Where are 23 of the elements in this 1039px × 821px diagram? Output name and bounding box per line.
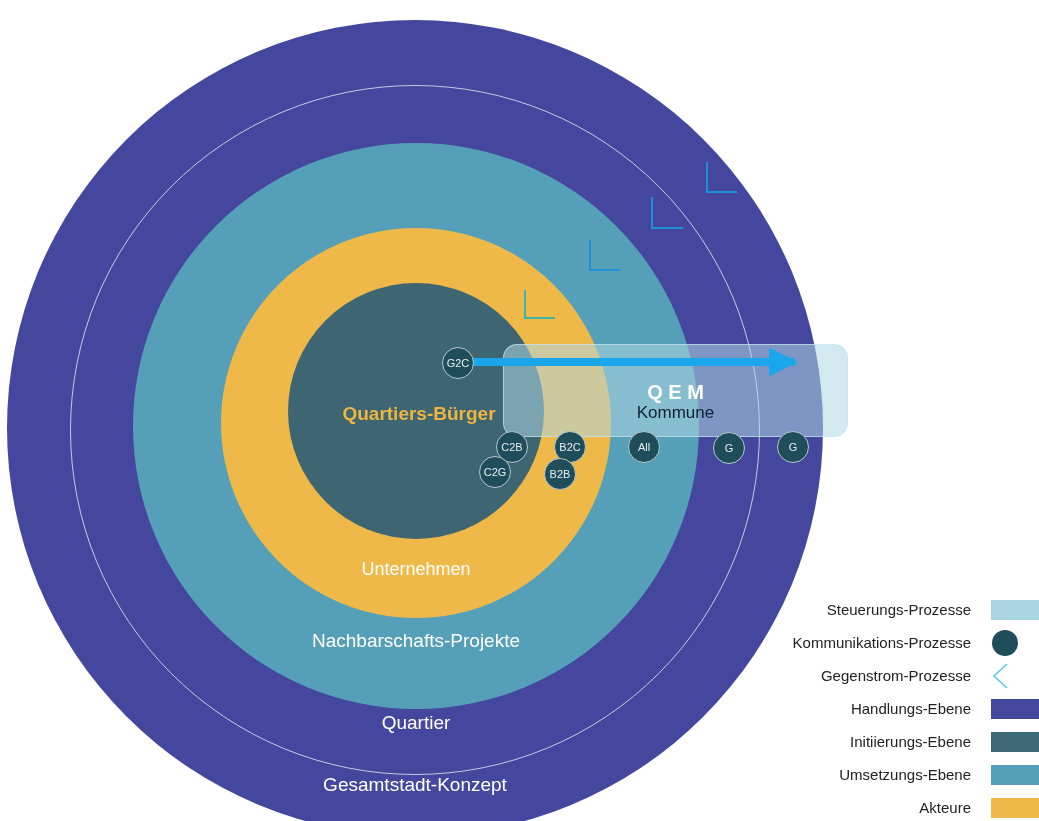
process-circle: G2C: [442, 347, 474, 379]
legend-label: Handlungs-Ebene: [850, 700, 971, 717]
legend-label: Initiierungs-Ebene: [850, 733, 971, 750]
process-circle: G: [777, 431, 809, 463]
legend-label: Steuerungs-Prozesse: [826, 601, 971, 618]
ring-label: Nachbarschafts-Projekte: [312, 630, 520, 652]
legend-label: Umsetzungs-Ebene: [839, 766, 971, 783]
ring-label: Quartier: [381, 712, 451, 734]
panel-subtitle: Kommune: [636, 403, 715, 423]
process-circle: B2B: [544, 458, 576, 490]
process-panel: [503, 344, 848, 437]
process-circle: C2G: [479, 456, 511, 488]
ring-label: Gesamtstadt-Konzept: [323, 774, 507, 796]
panel-title: Q E M: [647, 381, 704, 404]
ring-label: Unternehmen: [361, 558, 471, 580]
process-circle: C2B: [496, 431, 528, 463]
legend-label: Kommunikations-Prozesse: [792, 634, 971, 651]
process-circle: All: [628, 431, 660, 463]
legend-label: Gegenstrom-Prozesse: [820, 667, 971, 684]
process-circle: G: [713, 432, 745, 464]
ring-label: Quartiers-Bürger: [342, 403, 496, 425]
process-circle: B2C: [554, 431, 586, 463]
legend-label: Akteure: [919, 799, 971, 816]
